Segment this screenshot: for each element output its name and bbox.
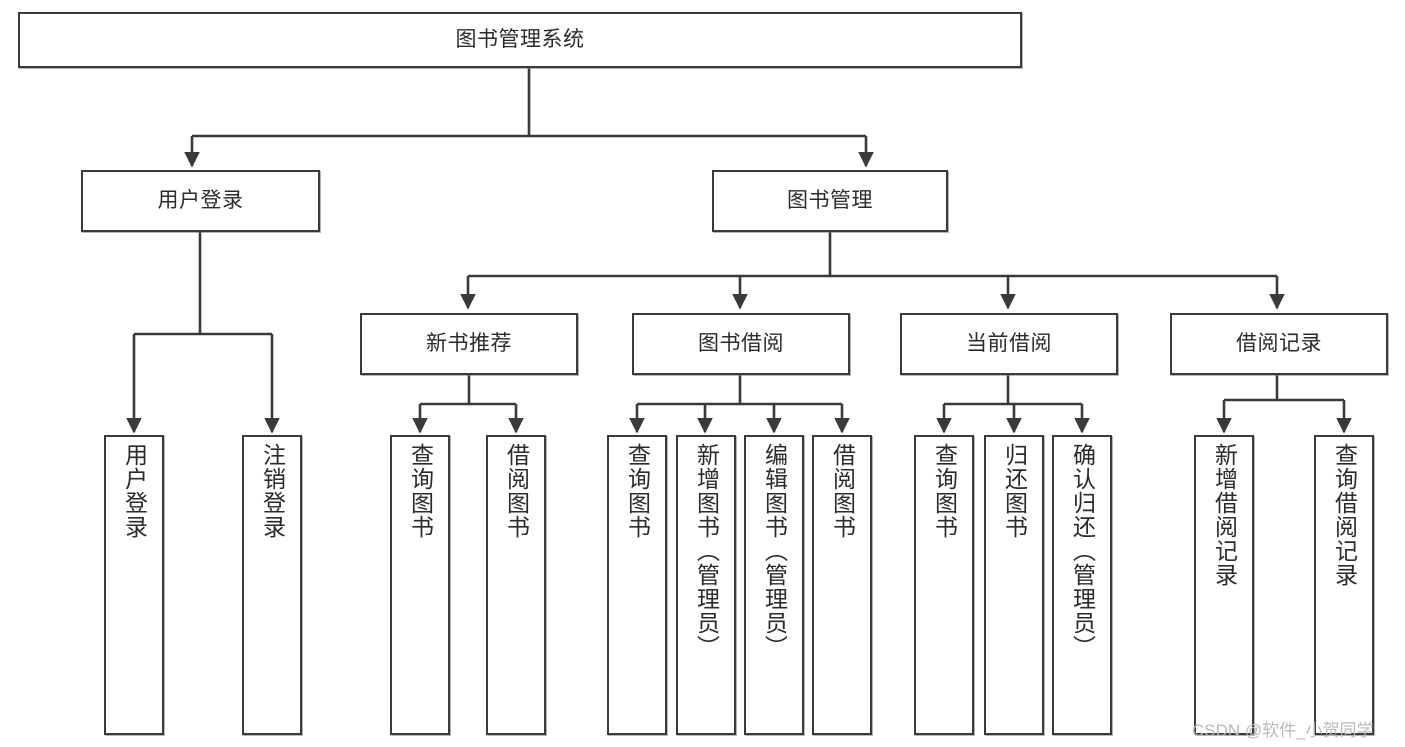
node-new-book-rec[interactable]: 新书推荐: [360, 313, 578, 375]
node-borrow-record[interactable]: 借阅记录: [1170, 313, 1388, 375]
node-leaf-borrow-query[interactable]: 查询图书: [607, 435, 667, 735]
node-leaf-borrow-add[interactable]: 新增图书（管理员）: [676, 435, 736, 735]
node-leaf-borrow-do[interactable]: 借阅图书: [812, 435, 872, 735]
node-leaf-borrow-do-label: 借阅图书: [829, 443, 856, 539]
node-leaf-cur-confirm-label: 确认归还（管理员）: [1069, 443, 1096, 659]
node-leaf-rec-borrow[interactable]: 借阅图书: [486, 435, 546, 735]
node-current-borrow[interactable]: 当前借阅: [900, 313, 1118, 375]
node-leaf-rec-borrow-label: 借阅图书: [503, 443, 530, 539]
node-leaf-rec-add-label: 新增借阅记录: [1211, 443, 1238, 587]
node-leaf-user-login[interactable]: 用户登录: [104, 435, 164, 735]
node-current-borrow-label: 当前借阅: [966, 331, 1052, 355]
node-leaf-borrow-add-label: 新增图书（管理员）: [693, 443, 720, 659]
node-leaf-borrow-edit[interactable]: 编辑图书（管理员）: [744, 435, 804, 735]
node-book-manage-label: 图书管理: [787, 188, 873, 212]
node-root-label: 图书管理系统: [455, 27, 585, 51]
node-leaf-borrow-query-label: 查询图书: [624, 443, 651, 539]
node-leaf-rec-query2[interactable]: 查询借阅记录: [1314, 435, 1374, 735]
node-leaf-cur-query-label: 查询图书: [931, 443, 958, 539]
node-leaf-cur-confirm[interactable]: 确认归还（管理员）: [1052, 435, 1112, 735]
node-book-borrow[interactable]: 图书借阅: [632, 313, 850, 375]
node-book-borrow-label: 图书借阅: [698, 331, 784, 355]
csdn-watermark: CSDN @软件_小贺同学: [1192, 721, 1374, 740]
node-borrow-record-label: 借阅记录: [1236, 331, 1322, 355]
node-new-book-rec-label: 新书推荐: [426, 331, 512, 355]
node-leaf-user-logout[interactable]: 注销登录: [242, 435, 302, 735]
node-user-login-label: 用户登录: [157, 188, 244, 212]
node-root[interactable]: 图书管理系统: [18, 12, 1022, 68]
node-leaf-rec-add[interactable]: 新增借阅记录: [1194, 435, 1254, 735]
node-leaf-rec-query[interactable]: 查询图书: [390, 435, 450, 735]
node-leaf-user-logout-label: 注销登录: [259, 443, 286, 539]
node-book-manage[interactable]: 图书管理: [712, 170, 948, 232]
node-leaf-cur-return[interactable]: 归还图书: [984, 435, 1044, 735]
node-leaf-borrow-edit-label: 编辑图书（管理员）: [761, 443, 788, 659]
node-leaf-rec-query-label: 查询图书: [407, 443, 434, 539]
node-leaf-user-login-label: 用户登录: [121, 443, 148, 539]
node-leaf-cur-query[interactable]: 查询图书: [914, 435, 974, 735]
node-user-login[interactable]: 用户登录: [81, 170, 320, 232]
node-leaf-cur-return-label: 归还图书: [1001, 443, 1028, 539]
node-leaf-rec-query2-label: 查询借阅记录: [1331, 443, 1358, 587]
